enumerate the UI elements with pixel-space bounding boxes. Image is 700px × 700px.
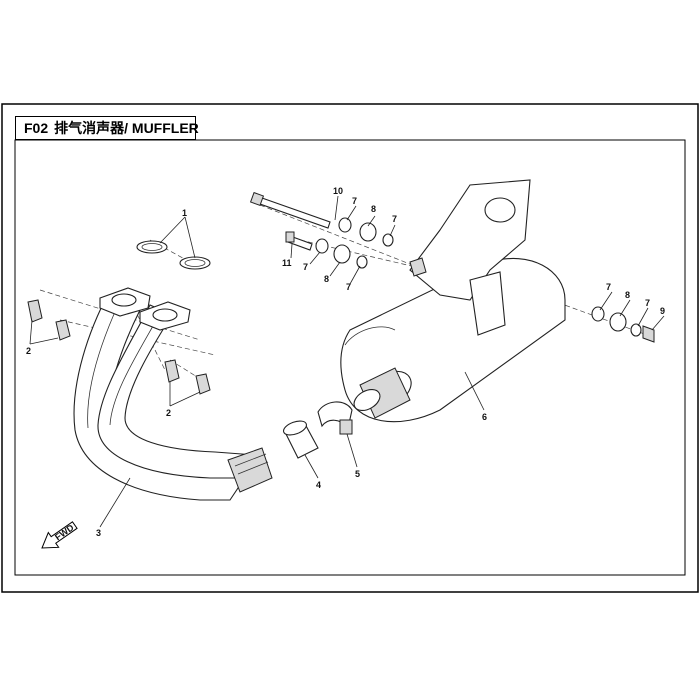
diagram-code: F02 [24, 120, 49, 136]
callout-7: 7 [606, 282, 611, 292]
callout-4: 4 [316, 480, 321, 490]
diagram-border [1, 103, 699, 593]
callout-9: 9 [660, 306, 665, 316]
callout-8: 8 [625, 290, 630, 300]
diagram-inner-frame [14, 139, 686, 576]
muffler-bracket [409, 179, 531, 336]
diagram-title-text: 排气消声器/ MUFFLER [54, 120, 199, 136]
callouts: 1 2 2 3 4 5 6 7 7 7 7 7 7 8 8 8 9 10 11 [26, 186, 665, 538]
left-mount-hardware [315, 217, 394, 269]
short-bolt [285, 231, 313, 251]
right-mount-hardware [591, 306, 655, 343]
callout-7: 7 [303, 262, 308, 272]
callout-11: 11 [282, 258, 292, 268]
callout-2: 2 [26, 346, 31, 356]
leader-lines [29, 195, 665, 528]
callout-8: 8 [371, 204, 376, 214]
flange-nuts [27, 299, 211, 395]
callout-7: 7 [392, 214, 397, 224]
callout-5: 5 [355, 469, 360, 479]
callout-10: 10 [333, 186, 343, 196]
callout-3: 3 [96, 528, 101, 538]
callout-7: 7 [352, 196, 357, 206]
callout-2: 2 [166, 408, 171, 418]
diagram-title: F02 排气消声器/ MUFFLER [15, 116, 199, 140]
joint-sleeve [282, 420, 319, 459]
long-bolt [249, 191, 331, 229]
callout-8: 8 [324, 274, 329, 284]
callout-7: 7 [346, 282, 351, 292]
gasket-set [136, 240, 211, 270]
callout-6: 6 [482, 412, 487, 422]
exhaust-clamp [317, 401, 353, 435]
callout-1: 1 [182, 208, 187, 218]
muffler-body [340, 257, 566, 423]
callout-7: 7 [645, 298, 650, 308]
fwd-arrow-icon: FWD [41, 521, 78, 549]
exhaust-header-pipe [73, 287, 273, 501]
